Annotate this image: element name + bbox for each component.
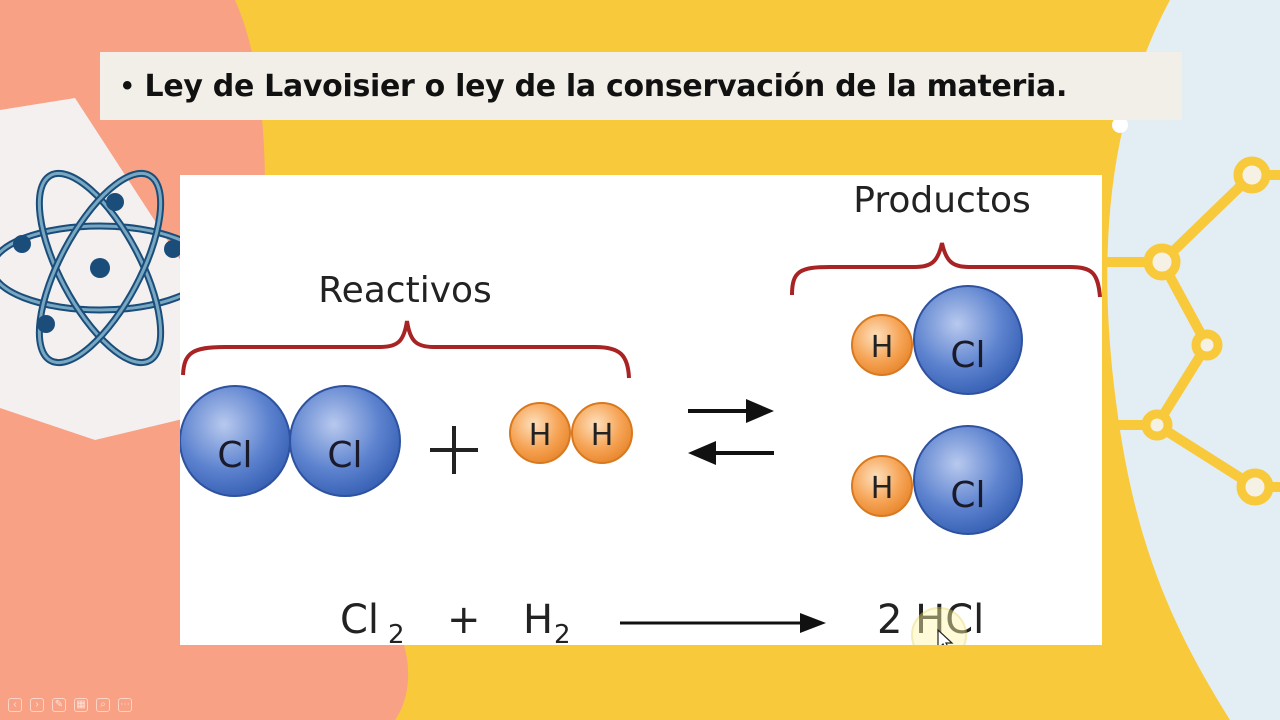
cl-atom-label: Cl <box>327 435 362 476</box>
equation-subscript-2: 2 <box>554 620 571 645</box>
grid-icon[interactable]: ▦ <box>74 698 88 712</box>
more-icon[interactable]: ⋯ <box>118 698 132 712</box>
cl-atom-label: Cl <box>950 475 985 516</box>
reactants-brace <box>181 320 631 379</box>
hcl-molecule: H Cl <box>851 425 1023 535</box>
plus-icon <box>430 426 478 474</box>
cursor-highlight <box>911 607 967 645</box>
slide-title: Ley de Lavoisier o ley de la conservació… <box>144 68 1068 104</box>
equation-product: 2 HCl <box>877 597 984 643</box>
electron-icon <box>37 315 55 333</box>
chemical-equation: Cl 2 + H 2 2 HCl <box>340 597 984 645</box>
equation-subscript-1: 2 <box>388 620 405 645</box>
prev-icon[interactable]: ‹ <box>8 698 22 712</box>
electron-icon <box>164 240 182 258</box>
reactants-label: Reactivos <box>318 270 492 311</box>
mouse-cursor-icon <box>937 628 954 645</box>
hydrogen-molecule: H H <box>509 402 633 464</box>
nucleus-icon <box>90 258 110 278</box>
h-atom-label: H <box>871 330 894 365</box>
reaction-diagram: Productos Reactivos Cl Cl H H H Cl <box>180 175 1102 645</box>
products-label: Productos <box>853 180 1030 221</box>
player-controls: ‹ › ✎ ▦ ⌕ ⋯ <box>0 694 132 716</box>
atom-icon <box>0 169 212 367</box>
h-atom-label: H <box>529 418 552 453</box>
pen-icon[interactable]: ✎ <box>52 698 66 712</box>
title-bullet: • <box>122 69 133 102</box>
molecule-nodes-icon <box>1141 156 1274 506</box>
zoom-icon[interactable]: ⌕ <box>96 698 110 712</box>
cl-atom-label: Cl <box>217 435 252 476</box>
electron-icon <box>13 235 31 253</box>
equilibrium-arrows-icon <box>688 399 774 465</box>
small-dot-icon <box>1112 117 1128 133</box>
slide-title-banner: • Ley de Lavoisier o ley de la conservac… <box>100 52 1182 120</box>
h-atom-label: H <box>591 418 614 453</box>
equation-plus: + <box>447 597 481 643</box>
products-brace <box>790 242 1102 298</box>
reaction-arrowhead-icon <box>800 613 826 633</box>
hcl-molecule: H Cl <box>851 285 1023 395</box>
cl-atom-label: Cl <box>950 335 985 376</box>
next-icon[interactable]: › <box>30 698 44 712</box>
chlorine-molecule: Cl Cl <box>180 385 401 497</box>
h-atom-label: H <box>871 471 894 506</box>
electron-icon <box>106 193 124 211</box>
equation-reactant-2: H <box>523 597 553 643</box>
equation-reactant-1: Cl <box>340 597 379 643</box>
